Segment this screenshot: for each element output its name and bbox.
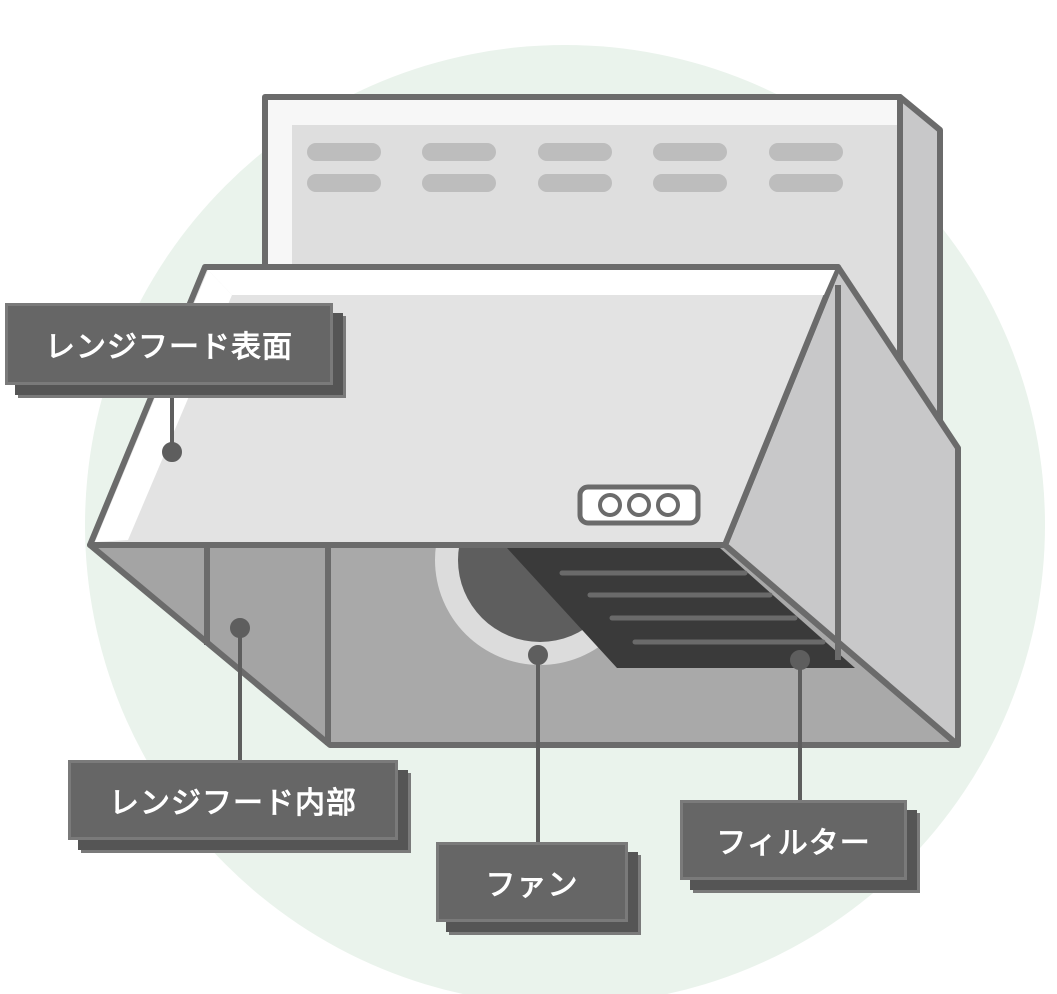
filter-pointer [790, 650, 810, 670]
label-filter: フィルター [680, 800, 907, 880]
control-button-3[interactable] [656, 493, 680, 517]
fan-pointer [528, 645, 548, 665]
filter [507, 548, 855, 668]
control-button-1[interactable] [598, 493, 622, 517]
label-range-hood-interior: レンジフード内部 [68, 760, 398, 840]
control-button-2[interactable] [627, 493, 651, 517]
label-fan: ファン [436, 842, 628, 922]
interior-pointer [230, 618, 250, 638]
label-range-hood-surface: レンジフード表面 [5, 303, 333, 385]
surface-pointer [162, 442, 182, 462]
vent-slots [307, 143, 843, 192]
control-panel[interactable] [577, 484, 701, 526]
